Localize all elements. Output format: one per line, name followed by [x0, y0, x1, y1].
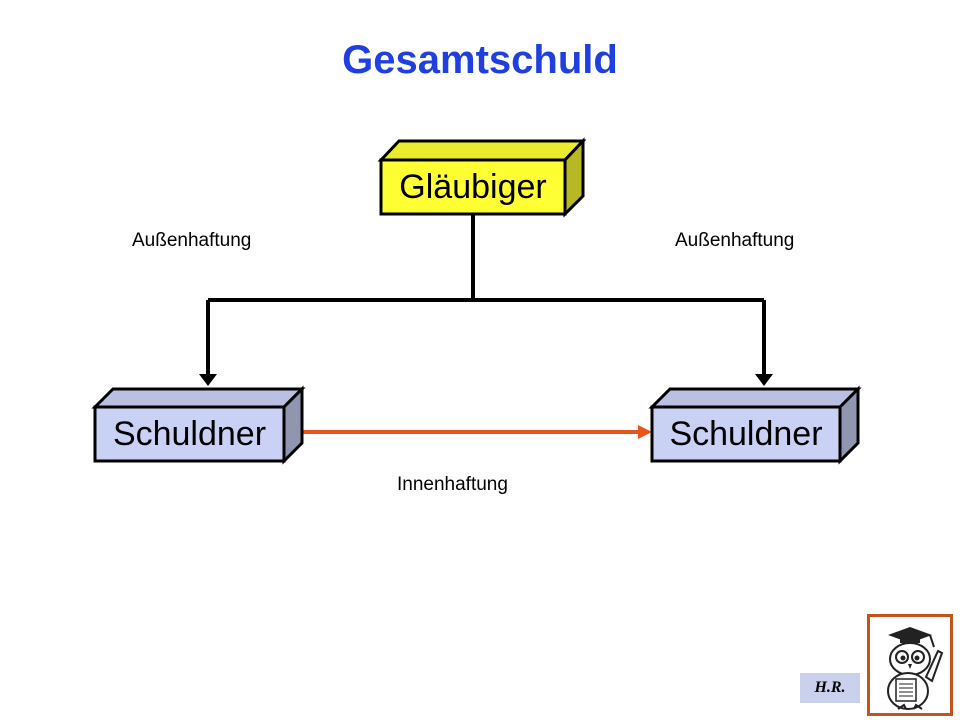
owl-professor-icon	[867, 614, 953, 716]
debtor-right-label: Schuldner	[669, 415, 823, 453]
arrow-right-icon	[638, 425, 652, 439]
inner-liability-arrow	[288, 425, 652, 439]
page-title: Gesamtschuld	[342, 38, 618, 82]
creditor-label: Gläubiger	[399, 168, 547, 206]
outer-liability-left-label: Außenhaftung	[132, 230, 252, 251]
outer-liability-connector	[199, 214, 773, 386]
debtor-left-label: Schuldner	[112, 415, 267, 453]
outer-liability-right-label: Außenhaftung	[675, 230, 795, 251]
author-signature: H.R.	[800, 673, 860, 703]
debtor-left-box	[91, 385, 306, 465]
arrow-down-left-icon	[199, 374, 217, 386]
arrow-down-right-icon	[755, 374, 773, 386]
creditor-box	[377, 137, 587, 218]
debtor-right-box	[648, 385, 862, 465]
inner-liability-label: Innenhaftung	[397, 474, 508, 495]
